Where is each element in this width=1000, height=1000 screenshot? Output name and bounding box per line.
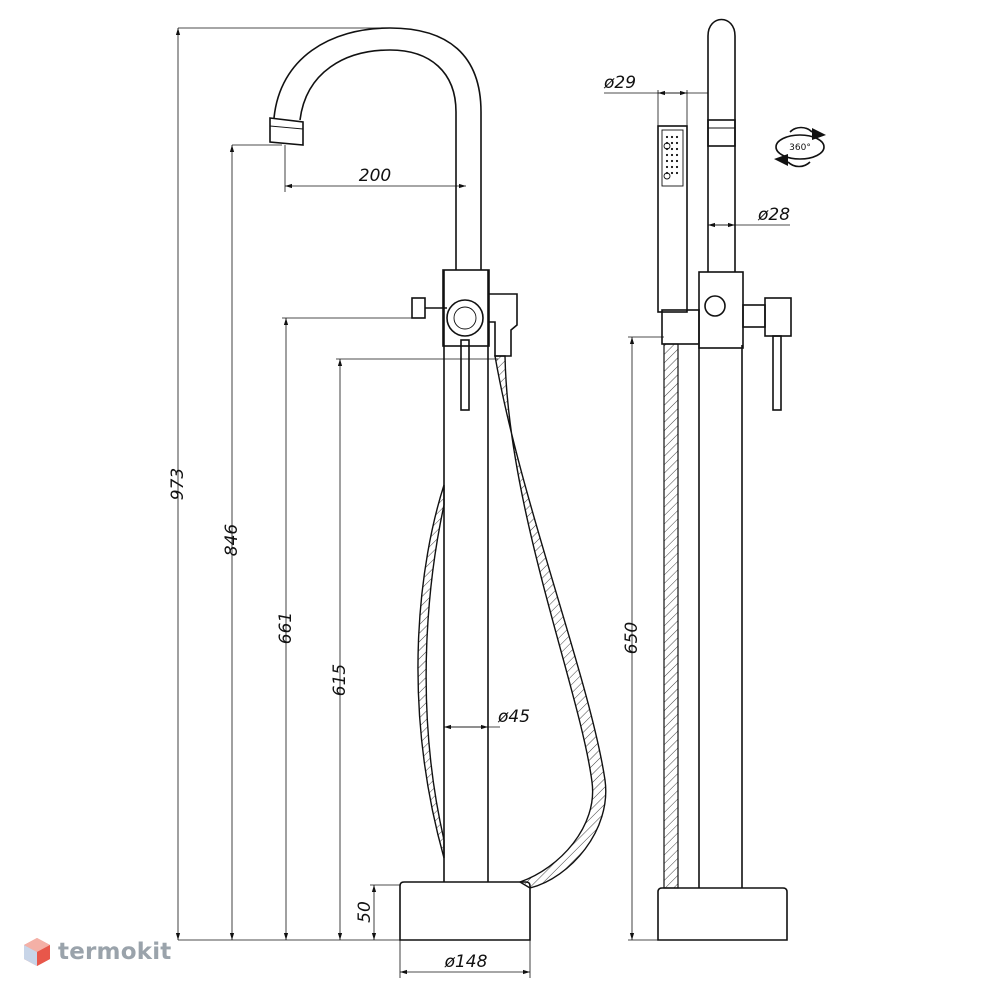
side-handshower-face: [661, 129, 684, 187]
front-dimensions: 973 846 200 661 615 ø45 50 ø148: [168, 27, 531, 978]
dim-o28: ø28: [757, 205, 790, 225]
side-holder: [661, 309, 700, 345]
front-base: [399, 881, 531, 941]
handshower-nozzles: [663, 135, 679, 180]
hexagon-cube-icon: [24, 938, 50, 966]
front-spout-inner: [299, 49, 457, 270]
rotation-360-icon: 360°: [774, 126, 826, 168]
dim-o45: ø45: [497, 707, 530, 727]
front-view: [269, 27, 607, 941]
side-dimensions: ø29 ø28 650: [603, 73, 790, 941]
front-hose-outlet: [489, 293, 518, 357]
brand-logo: termokit: [22, 936, 171, 968]
front-spout-outer: [273, 27, 482, 270]
side-handshower: [657, 125, 688, 313]
front-hose: [494, 355, 607, 889]
dim-615: 615: [330, 664, 350, 696]
front-diverter: [411, 297, 426, 319]
side-base: [657, 887, 788, 941]
dim-o148: ø148: [444, 952, 488, 972]
dim-50: 50: [355, 901, 375, 923]
side-mixer-knob: [704, 295, 726, 317]
front-lever: [460, 339, 470, 411]
dim-650: 650: [622, 622, 642, 654]
side-view: [657, 18, 792, 941]
dim-846: 846: [222, 524, 242, 557]
dim-973: 973: [168, 468, 188, 500]
brand-name: termokit: [58, 939, 172, 965]
side-spout-pipe: [707, 18, 736, 272]
dim-o29: ø29: [603, 73, 636, 93]
rotation-label: 360°: [789, 143, 811, 153]
side-lever-head: [764, 297, 792, 337]
side-spout-tip: [707, 119, 736, 147]
front-hose-loop: [417, 484, 445, 859]
front-spout-tip: [269, 117, 304, 146]
side-diverter: [742, 304, 766, 328]
front-mixer-knob: [446, 299, 484, 337]
dim-200: 200: [359, 166, 391, 186]
dim-661: 661: [276, 612, 296, 644]
side-lever: [772, 335, 782, 411]
side-hose: [663, 343, 679, 889]
